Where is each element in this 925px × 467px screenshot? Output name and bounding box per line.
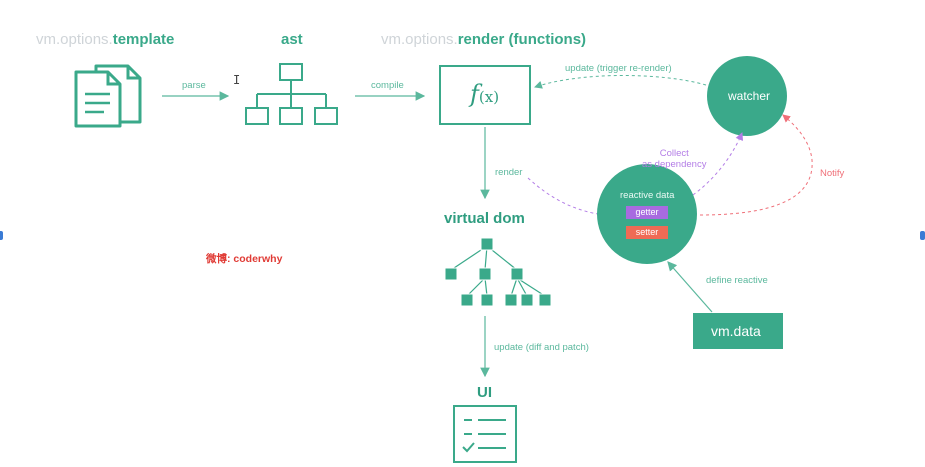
update-trigger-label: update (trigger re-render) — [565, 63, 672, 74]
define-reactive-label: define reactive — [706, 275, 768, 286]
compile-label: compile — [371, 80, 404, 91]
update-diff-label: update (diff and patch) — [494, 342, 589, 353]
fx-arg: (x) — [478, 88, 500, 106]
getter-pill — [626, 206, 668, 219]
getter-label: getter — [635, 207, 659, 217]
fx-label: f(x) — [470, 80, 499, 108]
template-title-strong: template — [112, 31, 175, 48]
setter-pill — [626, 226, 668, 239]
ui-checklist-icon — [453, 405, 517, 463]
render-function-box — [439, 65, 531, 125]
collect-line-1: Collect — [659, 148, 689, 159]
template-title-prefix: vm.options. — [36, 31, 113, 48]
vm-data-label: vm.data — [711, 323, 761, 339]
watcher-node — [707, 56, 787, 136]
ast-title: ast — [281, 31, 303, 48]
text-cursor-icon: I — [233, 73, 241, 87]
template-title: vm.options.template — [36, 31, 174, 49]
virtual-dom-tree-icon — [444, 237, 552, 307]
render-title-strong: render (functions) — [457, 31, 587, 48]
left-edge-handle — [0, 231, 3, 240]
collect-dependency-arrow — [692, 132, 744, 196]
virtual-dom-label: virtual dom — [444, 210, 525, 227]
watcher-label: watcher — [728, 89, 771, 103]
notify-label: Notify — [820, 168, 845, 179]
render-title: vm.options.render (functions) — [381, 31, 586, 49]
collect-dependency-label: Collect as dependency — [642, 148, 706, 170]
render-title-prefix: vm.options. — [381, 31, 458, 48]
ui-label: UI — [477, 384, 492, 401]
define-reactive-arrow — [667, 261, 713, 313]
render-touch-arc — [527, 177, 599, 215]
fx-symbol: f — [470, 80, 479, 108]
update-trigger-arrow — [534, 75, 707, 89]
watermark: 微博: coderwhy — [206, 253, 283, 265]
render-label: render — [495, 167, 523, 178]
collect-line-2: as dependency — [642, 159, 707, 170]
parse-label: parse — [182, 80, 206, 91]
vm-data-box — [693, 313, 783, 349]
notify-arrow — [699, 114, 813, 216]
ast-tree-icon — [245, 63, 338, 125]
reactive-data-label: reactive data — [620, 190, 675, 201]
setter-label: setter — [635, 227, 659, 237]
template-document-icon — [74, 64, 142, 128]
right-edge-handle — [920, 231, 925, 240]
